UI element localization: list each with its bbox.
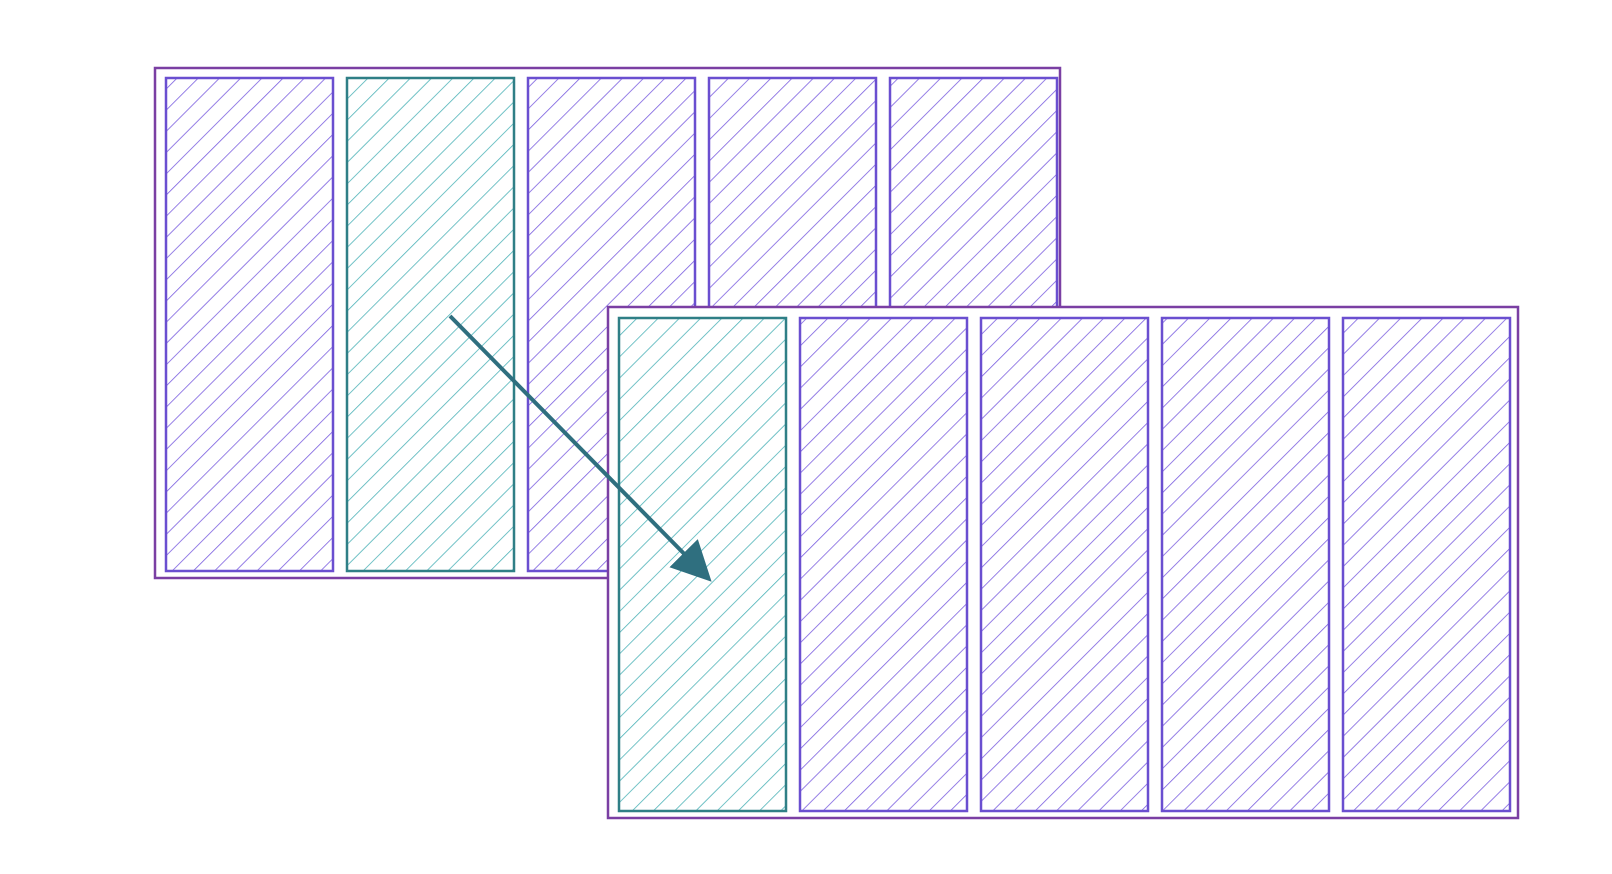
arrow-line	[448, 314, 712, 582]
target-column-3	[979, 316, 1150, 813]
source-column-1	[164, 76, 335, 573]
target-panel	[606, 305, 1520, 820]
target-column-4	[1160, 316, 1331, 813]
target-column-5	[1341, 316, 1512, 813]
arrow-icon	[448, 314, 712, 582]
source-column-2	[345, 76, 516, 573]
target-column-1	[617, 316, 788, 813]
target-column-2	[798, 316, 969, 813]
